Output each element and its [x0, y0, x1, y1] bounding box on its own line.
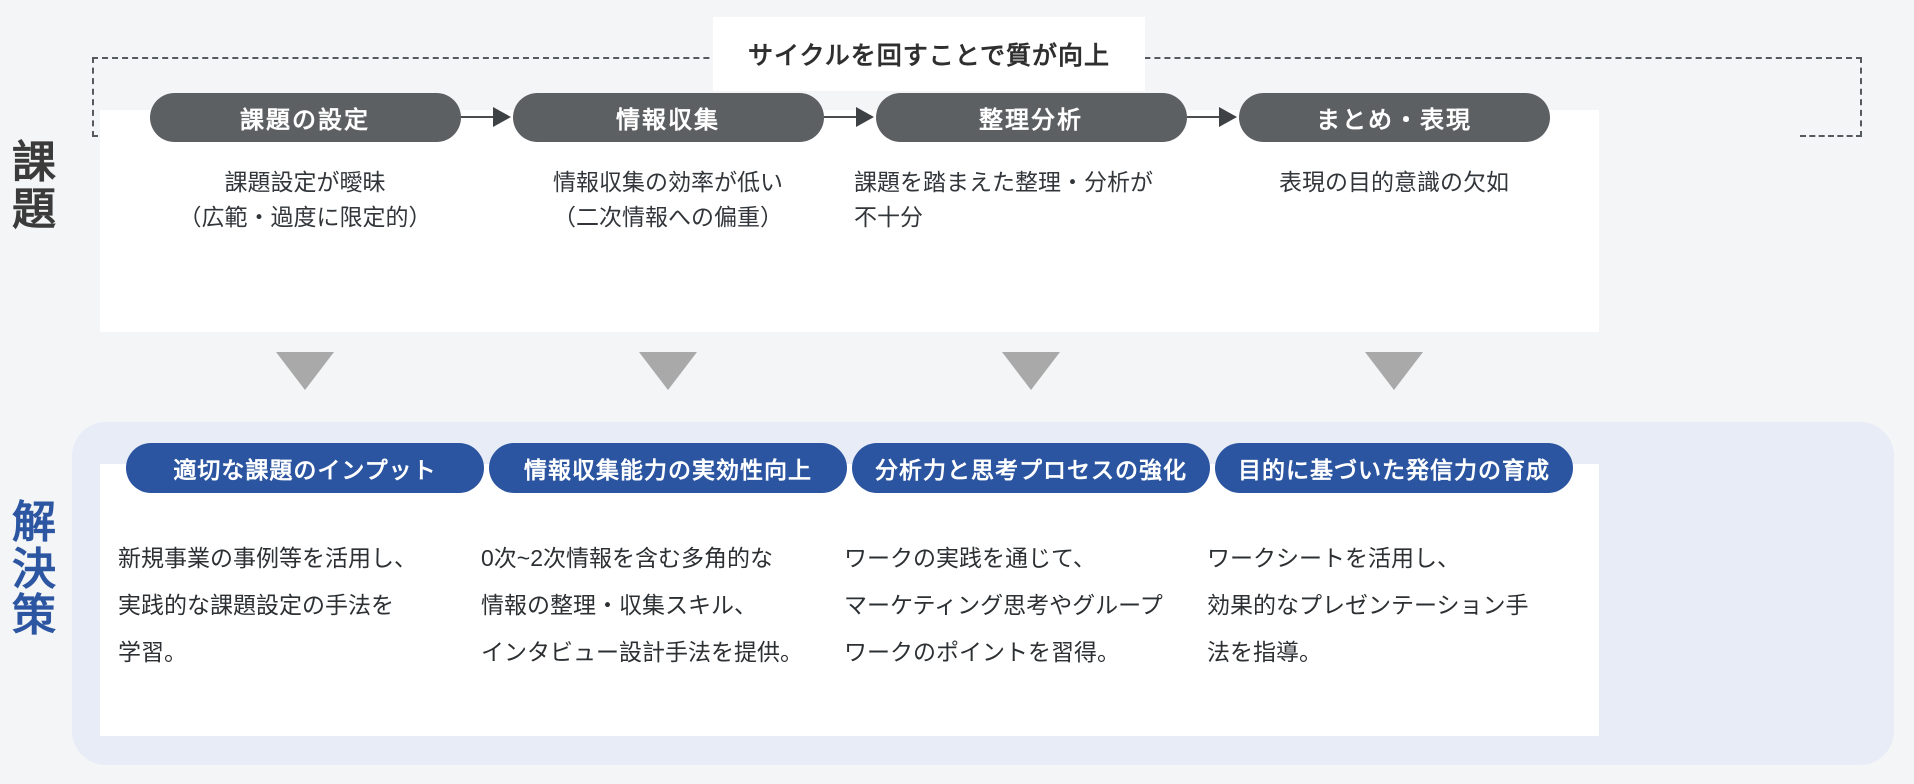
stage-connector-arrowhead-icon-3	[1218, 107, 1237, 127]
issue-text-line: （広範・過度に限定的）	[178, 203, 432, 230]
solution-text-line: 0次~2次情報を含む多角的な	[481, 545, 774, 571]
row-label-solution-char-3: 策	[12, 591, 56, 641]
cycle-caption: サイクルを回すことで質が向上	[713, 17, 1145, 91]
cycle-loop-right-stub	[1800, 135, 1862, 139]
issue-text-2: 情報収集の効率が低い （二次情報への偏重）	[463, 165, 873, 235]
issue-text-1: 課題設定が曖昧 （広範・過度に限定的）	[100, 165, 510, 235]
solution-card	[463, 464, 873, 736]
solution-text-line: 実践的な課題設定の手法を	[118, 592, 394, 619]
issue-text-line: 課題を踏まえた整理・分析が	[854, 169, 1153, 195]
issue-text-line: 課題設定が曖昧	[224, 169, 386, 195]
solution-card	[826, 464, 1236, 736]
issue-card	[826, 110, 1236, 332]
row-label-solution: 解 決 策	[4, 498, 64, 641]
solution-text-line: 効果的なプレゼンテーション手	[1207, 592, 1529, 619]
issue-text-3: 課題を踏まえた整理・分析が不十分	[826, 165, 1236, 235]
stage-connector-line-2	[823, 116, 862, 118]
solution-text-line: 新規事業の事例等を活用し、	[118, 545, 417, 571]
stage-connector-line-1	[460, 116, 499, 118]
solution-text-line: ワークの実践を通じて、	[844, 545, 1096, 571]
stage-connector-line-3	[1186, 116, 1225, 118]
solution-pill-4[interactable]: 目的に基づいた発信力の育成	[1215, 443, 1573, 493]
stage-pill-1[interactable]: 課題の設定	[149, 93, 461, 142]
down-arrow-icon-1	[276, 352, 334, 390]
row-label-solution-char-1: 解	[12, 498, 56, 547]
stage-connector-arrowhead-icon-1	[492, 107, 511, 127]
issue-text-line: （二次情報への偏重）	[553, 203, 783, 230]
issue-text-line: 不十分	[854, 203, 923, 230]
issue-text-line: 情報収集の効率が低い	[553, 169, 783, 195]
down-arrow-icon-3	[1002, 352, 1060, 390]
stage-pill-4[interactable]: まとめ・表現	[1238, 93, 1550, 142]
solution-text-1: 新規事業の事例等を活用し、実践的な課題設定の手法を学習。	[100, 535, 500, 676]
solution-card	[100, 464, 510, 736]
down-arrow-icon-2	[639, 352, 697, 390]
solution-pill-1[interactable]: 適切な課題のインプット	[126, 443, 484, 493]
issue-card	[463, 110, 873, 332]
solution-text-4: ワークシートを活用し、効果的なプレゼンテーション手法を指導。	[1189, 535, 1589, 676]
solution-pill-3[interactable]: 分析力と思考プロセスの強化	[852, 443, 1210, 493]
issue-card	[1189, 110, 1599, 332]
row-label-issue-char-1: 課	[12, 138, 56, 187]
row-label-issue: 課 題	[4, 138, 64, 234]
issue-text-4: 表現の目的意識の欠如	[1189, 165, 1599, 200]
down-arrow-icon-4	[1365, 352, 1423, 390]
row-label-solution-char-2: 決	[12, 544, 56, 594]
solution-text-line: 法を指導。	[1207, 639, 1322, 666]
stage-pill-2[interactable]: 情報収集	[512, 93, 824, 142]
issue-text-line: 表現の目的意識の欠如	[1279, 169, 1509, 195]
solution-text-line: マーケティング思考やグループ	[844, 592, 1163, 619]
solution-text-2: 0次~2次情報を含む多角的な情報の整理・収集スキル、インタビュー設計手法を提供。	[463, 535, 863, 676]
solution-text-line: ワークのポイントを習得。	[844, 639, 1120, 666]
solution-card	[1189, 464, 1599, 736]
stage-connector-arrowhead-icon-2	[855, 107, 874, 127]
solution-text-line: インタビュー設計手法を提供。	[481, 639, 803, 666]
solution-pill-2[interactable]: 情報収集能力の実効性向上	[489, 443, 847, 493]
solution-text-line: ワークシートを活用し、	[1207, 545, 1460, 571]
issue-card	[100, 110, 510, 332]
stage-pill-3[interactable]: 整理分析	[875, 93, 1187, 142]
solution-text-line: 情報の整理・収集スキル、	[481, 592, 757, 619]
solution-text-line: 学習。	[118, 639, 187, 666]
solution-text-3: ワークの実践を通じて、マーケティング思考やグループワークのポイントを習得。	[826, 535, 1226, 676]
row-label-issue-char-2: 題	[12, 184, 56, 234]
